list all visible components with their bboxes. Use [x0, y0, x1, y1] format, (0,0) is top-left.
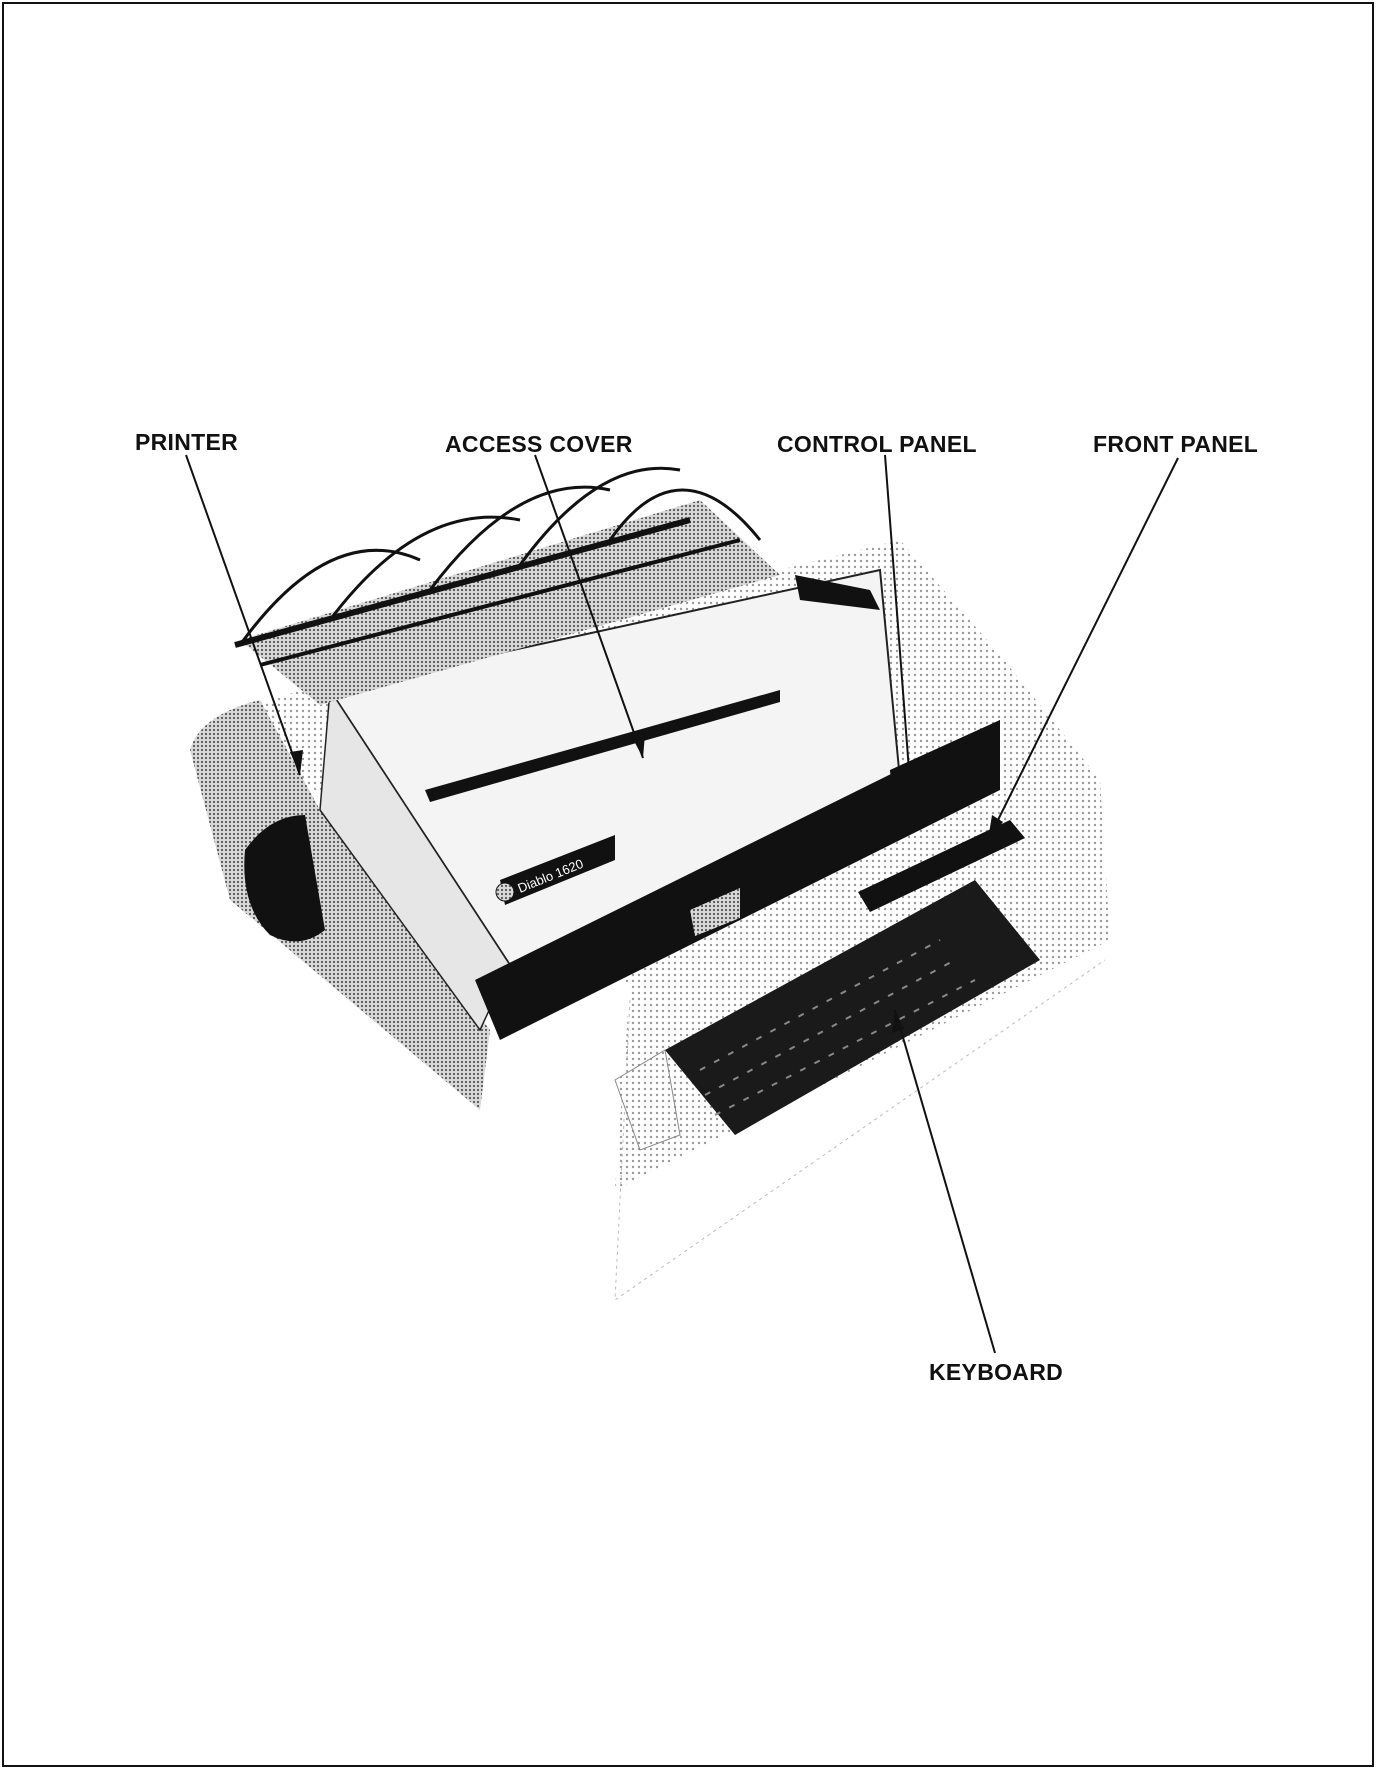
keyboard-label: KEYBOARD: [929, 1359, 1063, 1386]
control-panel-label: CONTROL PANEL: [777, 431, 977, 458]
access-cover-label: ACCESS COVER: [445, 431, 633, 458]
printer-label: PRINTER: [135, 429, 238, 456]
front-panel-label: FRONT PANEL: [1093, 431, 1258, 458]
keyboard-leader: [895, 1010, 995, 1353]
